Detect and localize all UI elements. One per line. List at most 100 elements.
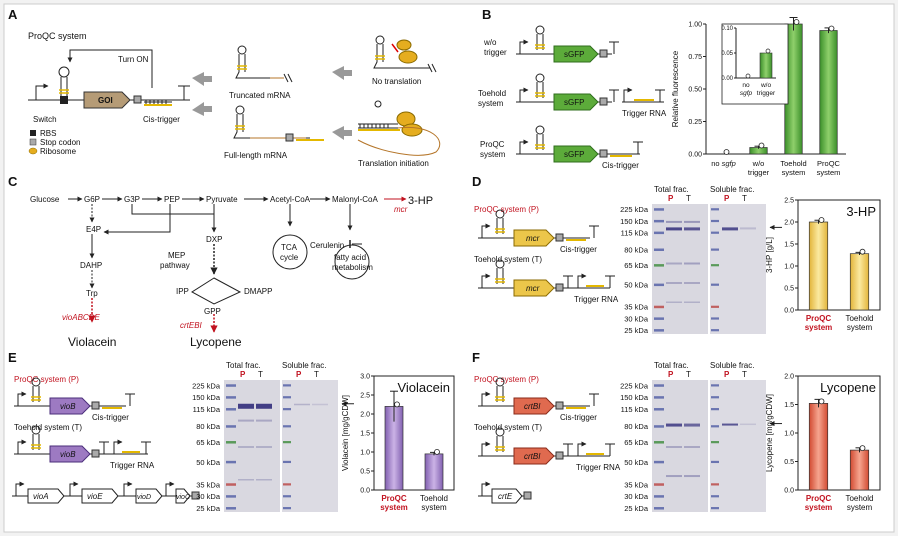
rbs-box bbox=[60, 96, 68, 104]
inset-frame bbox=[721, 23, 789, 105]
switch-label: Switch bbox=[33, 115, 57, 124]
ladder-band bbox=[283, 441, 291, 444]
ladder-band bbox=[654, 283, 664, 287]
panel-e: E ProQC system (P) vioB Cis-trigger Toeh… bbox=[8, 350, 455, 513]
ladder-band bbox=[711, 264, 719, 267]
gene-crtebi: crtEBI bbox=[180, 321, 203, 330]
ladder-band bbox=[711, 219, 719, 223]
met-pep: PEP bbox=[164, 195, 180, 204]
product-lycopene: Lycopene bbox=[190, 335, 242, 349]
inset-label: no bbox=[742, 82, 750, 89]
y-tick-label: 1.5 bbox=[360, 431, 370, 438]
ladder-band bbox=[711, 460, 719, 464]
ladder-label: 30 kDa bbox=[624, 492, 649, 501]
inset-point bbox=[765, 48, 771, 54]
gel-band bbox=[684, 301, 700, 303]
y-tick-label: 3.0 bbox=[360, 374, 370, 381]
x-tick-label: ProQC bbox=[817, 159, 841, 168]
y-tick-label: 1.00 bbox=[688, 22, 702, 29]
bar bbox=[808, 403, 829, 491]
stop-codon-box bbox=[133, 95, 142, 104]
ladder-label: 225 kDa bbox=[620, 381, 649, 390]
arrow-to-no-translation bbox=[332, 66, 352, 80]
y-tick-label: 1.0 bbox=[360, 450, 370, 457]
inset-label: w/o bbox=[760, 82, 772, 89]
ladder-band bbox=[711, 384, 719, 387]
ladder-band bbox=[711, 305, 719, 308]
gel-total-lane-bg bbox=[224, 380, 280, 512]
ladder-label: 80 kDa bbox=[624, 246, 649, 255]
x-tick-label: ProQC bbox=[806, 494, 832, 503]
gel-band bbox=[666, 475, 682, 478]
y-axis-label: 3-HP [g/L] bbox=[765, 237, 774, 273]
y-tick-label: 0.5 bbox=[360, 469, 370, 476]
panel-a: A ProQC system Turn ON GOI Switch Cis-tr… bbox=[8, 7, 441, 168]
met-malonyl-coa: Malonyl-CoA bbox=[332, 195, 378, 204]
panel-d-letter: D bbox=[472, 174, 481, 189]
lane-t-label: T bbox=[742, 370, 747, 379]
ladder-band bbox=[283, 408, 291, 411]
gel-band bbox=[666, 282, 682, 284]
cis-trigger-label: Cis-trigger bbox=[143, 115, 180, 124]
x-tick-label: system bbox=[380, 503, 408, 512]
gel-total-label: Total frac. bbox=[654, 361, 689, 370]
ladder-band bbox=[711, 441, 719, 444]
ladder-label: 30 kDa bbox=[624, 314, 649, 323]
f-proqc-construct bbox=[478, 377, 599, 415]
e-proqc-construct bbox=[14, 377, 135, 415]
bar bbox=[819, 30, 838, 155]
met-dahp: DAHP bbox=[80, 261, 102, 270]
gel-band bbox=[256, 403, 272, 409]
inset-label: trigger bbox=[757, 90, 776, 97]
gel-total-label: Total frac. bbox=[226, 361, 261, 370]
ladder-label: 115 kDa bbox=[621, 229, 649, 238]
b-gene-label-2: sGFP bbox=[564, 98, 584, 107]
full-mrna bbox=[233, 105, 324, 142]
lane-t-label: T bbox=[258, 370, 263, 379]
y-tick-label: 1.0 bbox=[784, 431, 794, 438]
e-trigger-rna: Trigger RNA bbox=[110, 461, 155, 470]
replicate-point bbox=[394, 401, 400, 408]
y-tick-label: 2.5 bbox=[360, 393, 370, 400]
ladder-band bbox=[283, 507, 291, 510]
met-g6p: G6P bbox=[84, 195, 100, 204]
legend-ribosome-swatch bbox=[28, 147, 38, 155]
f-proqc-label: ProQC system (P) bbox=[474, 375, 539, 384]
lane-p-label: P bbox=[724, 370, 730, 379]
ladder-band bbox=[654, 208, 664, 211]
lane-p-label: P bbox=[724, 194, 730, 203]
lane-t-label: T bbox=[686, 370, 691, 379]
gel-band bbox=[684, 220, 700, 223]
gel-total-label: Total frac. bbox=[654, 185, 689, 194]
met-pyruvate: Pyruvate bbox=[206, 195, 238, 204]
x-tick-label: system bbox=[782, 168, 806, 177]
b-construct-1-line1: w/o bbox=[483, 38, 497, 47]
d-toehold-construct bbox=[478, 259, 615, 297]
f-cis-trigger: Cis-trigger bbox=[560, 413, 597, 422]
met-gpp: GPP bbox=[204, 307, 221, 316]
inset-y-tick-label: 0.10 bbox=[721, 26, 733, 32]
ladder-label: 115 kDa bbox=[621, 405, 649, 414]
pathway-arrows bbox=[68, 196, 407, 333]
ladder-band bbox=[654, 264, 664, 267]
b-construct-2-line1: Toehold bbox=[478, 89, 506, 98]
ladder-band bbox=[283, 483, 291, 486]
ladder-label: 225 kDa bbox=[192, 381, 221, 390]
y-tick-label: 0.5 bbox=[784, 459, 794, 466]
ladder-band bbox=[226, 483, 236, 486]
d-gene-label-2: mcr bbox=[526, 284, 540, 293]
x-tick-label: ProQC bbox=[381, 494, 407, 503]
gel-band bbox=[256, 446, 272, 448]
ladder-label: 150 kDa bbox=[620, 217, 649, 226]
gel-band bbox=[238, 419, 254, 422]
ladder-label: 50 kDa bbox=[624, 281, 649, 290]
ladder-band bbox=[226, 441, 236, 444]
gel-soluble-label: Soluble frac. bbox=[282, 361, 326, 370]
gel-band bbox=[312, 403, 328, 406]
e-operon-gene-4: vioC bbox=[176, 494, 191, 501]
ladder-band bbox=[226, 507, 236, 510]
y-tick-label: 1.5 bbox=[784, 242, 794, 249]
gel-band bbox=[740, 227, 756, 230]
gel-soluble-lane-bg bbox=[710, 380, 766, 512]
